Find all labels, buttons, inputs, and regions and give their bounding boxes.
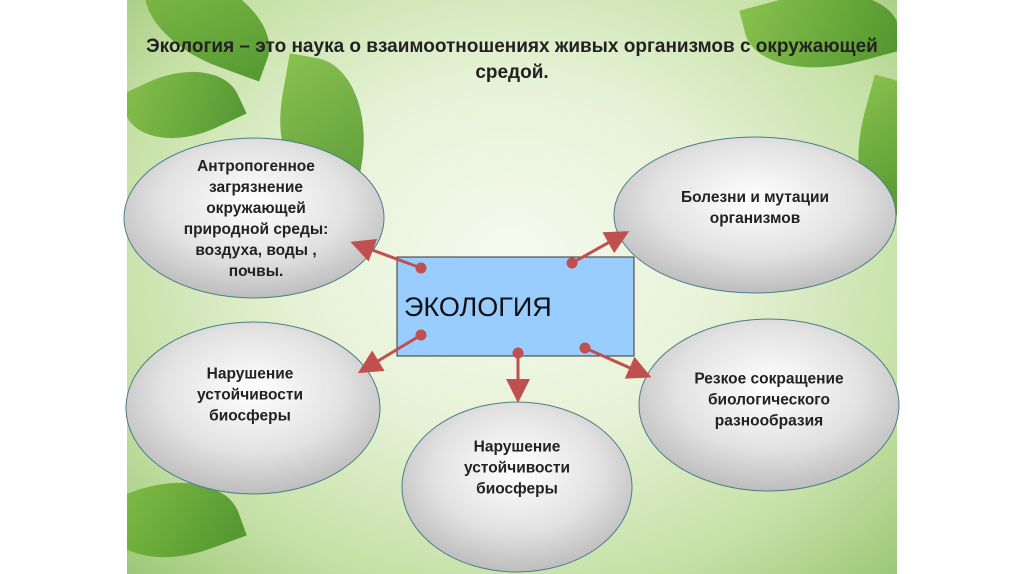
node-ellipse bbox=[613, 136, 897, 294]
node-label: Нарушение устойчивости биосферы bbox=[196, 365, 304, 425]
center-label: ЭКОЛОГИЯ bbox=[404, 292, 552, 322]
center-box bbox=[396, 256, 635, 357]
arrow bbox=[357, 333, 422, 374]
arrow bbox=[584, 346, 652, 379]
slide-title: Экология – это наука о взаимоотношениях … bbox=[146, 36, 878, 83]
node-label: Болезни и мутации организмов bbox=[680, 189, 830, 227]
arrow bbox=[350, 238, 422, 270]
arrow bbox=[571, 231, 630, 265]
node-label: Резкое сокращение биологического разнооб… bbox=[694, 370, 844, 430]
node-label: Нарушение устойчивости биосферы bbox=[463, 438, 571, 498]
node-ellipse bbox=[123, 137, 385, 299]
node-ellipse bbox=[125, 321, 381, 495]
node-ellipse bbox=[638, 318, 900, 492]
node-label: Антропогенное загрязнение окружающей при… bbox=[183, 158, 329, 280]
